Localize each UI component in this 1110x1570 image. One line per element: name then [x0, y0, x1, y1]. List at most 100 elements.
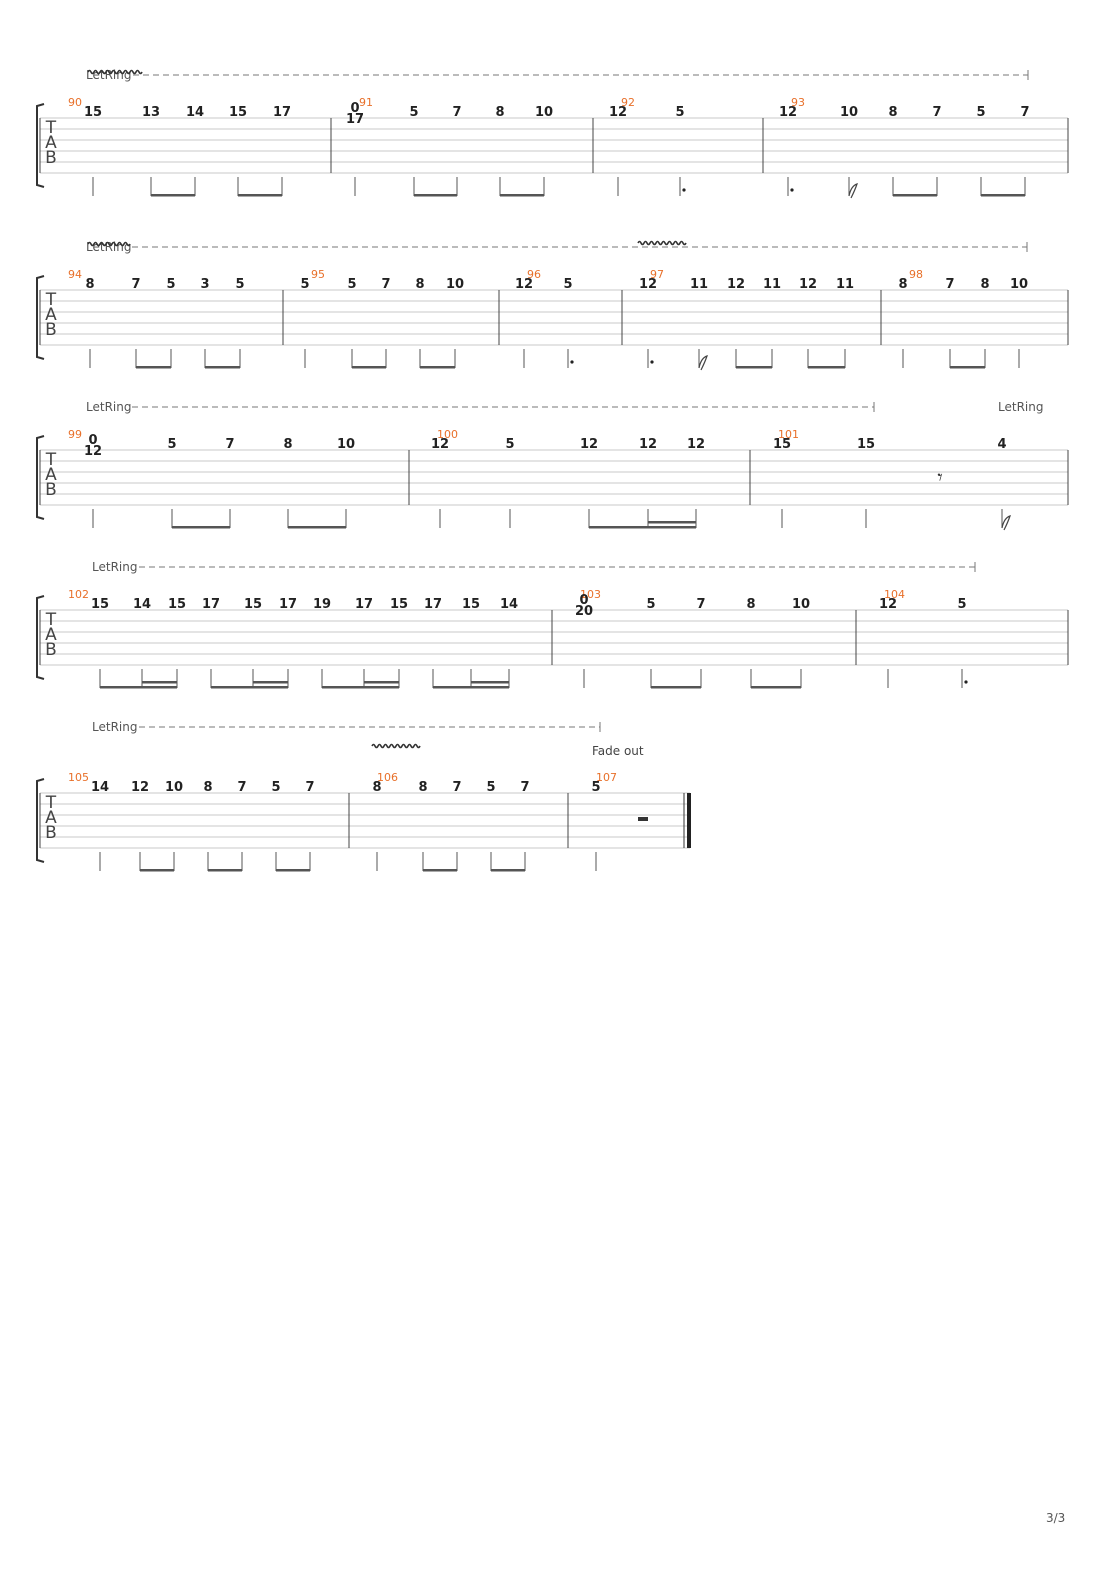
fret-number: 12 — [779, 105, 797, 120]
measure-number: 103 — [580, 588, 601, 601]
fret-number: 11 — [763, 277, 781, 292]
beam — [238, 194, 282, 197]
beam — [100, 686, 177, 689]
fret-number: 15 — [168, 597, 186, 612]
fret-number: 12 — [727, 277, 745, 292]
beam — [423, 869, 457, 872]
beam — [288, 526, 346, 529]
fret-number: 8 — [888, 105, 897, 120]
fret-number: 7 — [452, 105, 461, 120]
fret-number: 14 — [186, 105, 204, 120]
eighth-rest: 𝄾 — [937, 465, 942, 489]
tab-clef-letter: T — [45, 610, 57, 630]
fret-number: 5 — [505, 437, 514, 452]
fret-number: 0 — [579, 593, 588, 608]
fret-number: 17 — [424, 597, 442, 612]
tab-clef-letter: T — [45, 118, 57, 138]
beam — [151, 194, 195, 197]
dot — [790, 188, 794, 192]
fade-out-label: Fade out — [592, 744, 644, 758]
dot — [682, 188, 686, 192]
let-ring-label: LetRing — [86, 400, 131, 414]
beam — [981, 194, 1025, 197]
fret-number: 5 — [486, 780, 495, 795]
fret-number: 14 — [91, 780, 109, 795]
fret-number: 10 — [165, 780, 183, 795]
measure-number: 95 — [311, 268, 325, 281]
fret-number: 12 — [639, 437, 657, 452]
tab-clef-letter: A — [45, 305, 57, 325]
fret-number: 15 — [84, 105, 102, 120]
fret-number: 8 — [418, 780, 427, 795]
measure-number: 98 — [909, 268, 923, 281]
beam — [352, 366, 386, 369]
dot — [964, 680, 968, 684]
eighth-flag — [698, 355, 708, 371]
fret-number: 7 — [305, 780, 314, 795]
fret-number: 15 — [773, 437, 791, 452]
fret-number: 5 — [167, 437, 176, 452]
beam — [491, 869, 525, 872]
measure-number: 101 — [778, 428, 799, 441]
fret-number: 5 — [591, 780, 600, 795]
fret-number: 10 — [840, 105, 858, 120]
measure-number: 102 — [68, 588, 89, 601]
fret-number: 8 — [495, 105, 504, 120]
beam — [211, 686, 288, 689]
system-bracket — [36, 435, 45, 520]
tab-clef-letter: B — [45, 823, 57, 843]
fret-number: 20 — [575, 604, 593, 619]
fret-number: 19 — [313, 597, 331, 612]
fret-number: 7 — [945, 277, 954, 292]
fret-number: 7 — [1020, 105, 1029, 120]
fret-number: 7 — [520, 780, 529, 795]
fret-number: 7 — [225, 437, 234, 452]
beam — [500, 194, 544, 197]
fret-number: 8 — [85, 277, 94, 292]
vibrato-mark — [371, 743, 421, 749]
let-ring-label: LetRing — [92, 560, 137, 574]
beam-sixteenth — [648, 521, 696, 524]
fret-number: 12 — [879, 597, 897, 612]
fret-number: 5 — [235, 277, 244, 292]
dot — [650, 360, 654, 364]
fret-number: 7 — [452, 780, 461, 795]
fret-number: 7 — [131, 277, 140, 292]
beam — [322, 686, 399, 689]
vibrato-mark — [637, 240, 687, 246]
measure-number: 92 — [621, 96, 635, 109]
fret-number: 0 — [88, 433, 97, 448]
fret-number: 5 — [409, 105, 418, 120]
tab-clef-letter: B — [45, 640, 57, 660]
fret-number: 4 — [997, 437, 1006, 452]
beam — [893, 194, 937, 197]
beam-sixteenth — [142, 681, 177, 684]
fret-number: 15 — [244, 597, 262, 612]
let-ring-label: LetRing — [998, 400, 1043, 414]
fret-number: 11 — [836, 277, 854, 292]
tab-clef-letter: T — [45, 793, 57, 813]
beam — [751, 686, 801, 689]
fret-number: 7 — [932, 105, 941, 120]
fret-number: 17 — [355, 597, 373, 612]
fret-number: 5 — [957, 597, 966, 612]
system-bracket — [36, 103, 45, 188]
fret-number: 7 — [237, 780, 246, 795]
beam — [736, 366, 772, 369]
fret-number: 13 — [142, 105, 160, 120]
tab-clef-letter: B — [45, 480, 57, 500]
fret-number: 5 — [300, 277, 309, 292]
fret-number: 3 — [200, 277, 209, 292]
fret-number: 15 — [91, 597, 109, 612]
fret-number: 5 — [347, 277, 356, 292]
fret-number: 12 — [580, 437, 598, 452]
beam-sixteenth — [364, 681, 399, 684]
fret-number: 17 — [346, 112, 364, 127]
fret-number: 7 — [696, 597, 705, 612]
fret-number: 10 — [792, 597, 810, 612]
fret-number: 5 — [646, 597, 655, 612]
fret-number: 15 — [857, 437, 875, 452]
measure-number: 94 — [68, 268, 82, 281]
